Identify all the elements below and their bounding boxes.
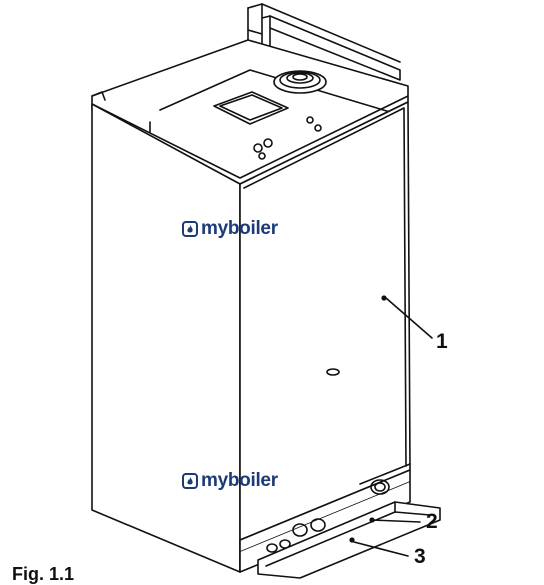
front-casing <box>91 101 411 573</box>
watermark-text: myboiler <box>201 218 278 239</box>
leader-line-2 <box>371 519 421 523</box>
flame-icon <box>182 221 198 237</box>
flame-icon <box>182 473 198 489</box>
figure-caption: Fig. 1.1 <box>12 564 75 584</box>
watermark-bottom: myboiler <box>182 470 278 492</box>
top-chassis <box>91 39 409 185</box>
leader-line-3 <box>353 541 409 557</box>
callout-3: 3 <box>414 545 426 568</box>
watermark-text: myboiler <box>201 470 278 491</box>
callout-2: 2 <box>426 510 438 533</box>
callout-1: 1 <box>436 330 448 353</box>
leader-line-1 <box>385 297 433 339</box>
watermark-top: myboiler <box>182 218 278 240</box>
